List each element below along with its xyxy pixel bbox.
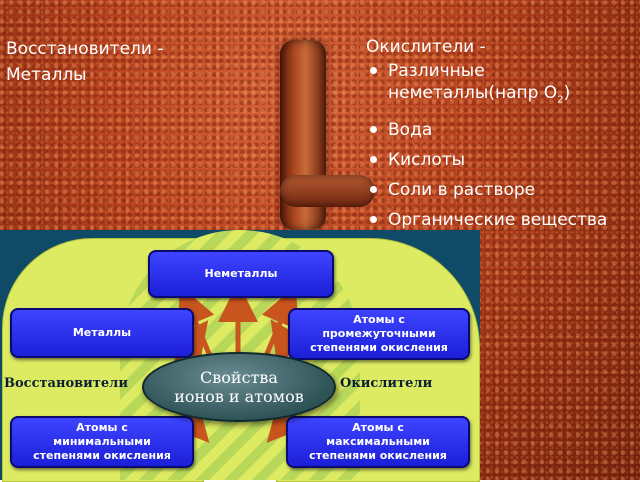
list-item: Вода xyxy=(370,119,636,141)
center-line1: Свойства xyxy=(200,368,278,387)
maximal-label: Атомы с максимальными степенями окислени… xyxy=(309,421,447,462)
intermediate-box: Атомы с промежуточными степенями окислен… xyxy=(288,308,470,360)
list-item: Органические вещества xyxy=(370,209,636,231)
intermediate-label: Атомы с промежуточными степенями окислен… xyxy=(310,313,448,354)
center-ellipse: Свойства ионов и атомов xyxy=(142,352,336,422)
reducers-label: Восстановители xyxy=(4,376,128,391)
maximal-box: Атомы с максимальными степенями окислени… xyxy=(286,416,470,468)
oxidizers-label: Окислители xyxy=(340,376,433,391)
reducers-heading-line2: Металлы xyxy=(6,65,87,85)
reducers-heading: Восстановители - Металлы xyxy=(6,36,236,88)
arrow-to-nonmetals-right xyxy=(261,285,299,357)
list-item: Различные неметаллы(напр O2) xyxy=(370,60,636,111)
metals-label: Металлы xyxy=(72,326,132,339)
minimal-label: Атомы с минимальными степенями окисления xyxy=(33,421,171,462)
nonmetals-label: Неметаллы xyxy=(204,267,278,280)
list-item: Кислоты xyxy=(370,149,636,171)
metals-box: Металлы xyxy=(10,308,194,358)
list-item: Соли в растворе xyxy=(370,179,636,201)
oxidizers-list: Различные неметаллы(напр O2) Вода Кислот… xyxy=(366,60,636,231)
nonmetals-box: Неметаллы xyxy=(148,250,334,298)
center-line2: ионов и атомов xyxy=(174,387,304,406)
rust-crack-foot xyxy=(280,175,375,207)
oxidizers-heading: Окислители - xyxy=(366,37,486,57)
reducers-heading-line1: Восстановители - xyxy=(6,39,164,59)
oxidizers-block: Окислители - Различные неметаллы(напр O2… xyxy=(366,36,636,239)
minimal-box: Атомы с минимальными степенями окисления xyxy=(10,416,194,468)
redox-diagram: Неметаллы Металлы Атомы с промежуточными… xyxy=(0,230,480,482)
